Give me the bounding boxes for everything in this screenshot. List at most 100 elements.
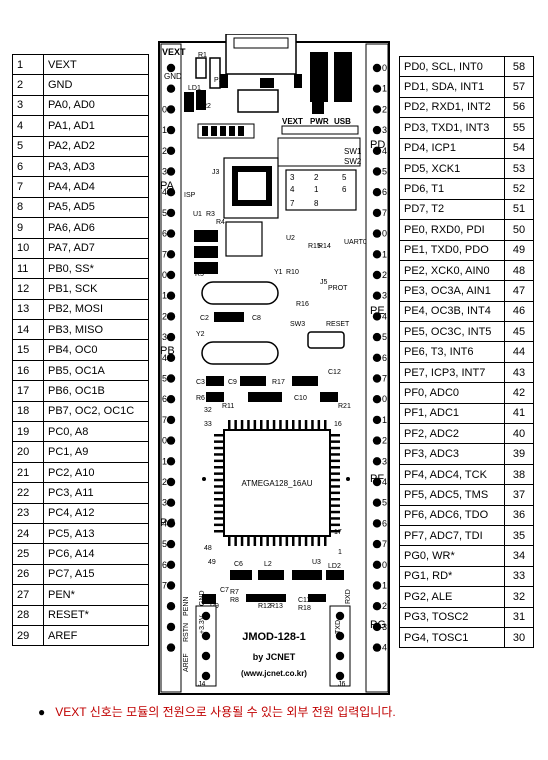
label-p1: P1 [214,77,223,84]
component-block-2 [194,246,218,258]
port-digit: 3 [162,167,167,177]
port-digit: 4 [162,353,167,363]
label-r2: R2 [202,103,211,110]
port-digit: 1 [382,415,387,425]
label-c3: C3 [196,379,205,386]
pin-name: PE6, T3, INT6 [399,341,505,363]
pin-number: 2 [12,74,44,96]
port-label-pe: PE [370,305,385,317]
header-pin [166,63,176,73]
label-u3: U3 [312,559,321,566]
label-r10: R10 [286,269,299,276]
port-digit: 1 [162,456,167,466]
pin-number: 56 [504,96,534,119]
board-maker: by JCNET [253,652,296,662]
usb-chip [237,89,279,113]
port-digit: 0 [382,229,387,239]
pin-name: PD0, SCL, INT0 [399,55,505,78]
small-header [277,137,361,167]
header-pin [372,312,382,321]
header-pin [372,581,382,590]
component-c10 [320,392,338,402]
header-pin [372,560,382,569]
header-pin [166,353,176,362]
pin-number: 33 [504,565,534,588]
pin-number: 10 [12,237,44,259]
pin-name: PB5, OC1A [43,359,149,382]
label-r21: R21 [338,403,351,410]
mcu-lead [330,466,340,469]
mcu-lead [214,530,224,533]
port-digit: 2 [162,311,167,321]
port-digit: 1 [382,249,387,259]
pin-number: 54 [504,137,534,159]
pin-number: 9 [12,217,44,239]
port-digit: 3 [382,125,387,135]
pin-number: 17 [12,380,44,402]
port-digit: 0 [162,436,167,446]
pin-name: PF1, ADC1 [399,402,505,425]
header-pin [166,622,176,632]
mcu-lead [298,536,301,546]
pin-number: 26 [12,563,44,586]
mcu-lead [330,504,340,507]
pin-name: PF2, ADC2 [399,423,505,445]
pin-name: PC6, A14 [43,543,149,565]
pin-number: 12 [12,278,44,300]
mcu-lead [330,440,340,443]
label-r4: R4 [216,219,225,226]
header-pin [372,498,382,507]
header-pin [166,477,176,487]
pin-name: AREF [43,624,149,647]
mcu-lead [214,498,224,501]
port-digit: 4 [162,187,167,197]
mcu-lead [330,517,340,520]
header-pin [166,188,176,197]
pin-name: PC4, A12 [43,502,149,524]
pin-name: PA3, AD3 [43,155,149,178]
pin-name: PA0, AD0 [43,94,149,117]
usb-pad-1 [310,52,328,102]
mcu-lead [266,420,269,430]
header-pin [372,353,382,362]
power-jumper [281,125,359,135]
header-pin [166,208,176,218]
header-pin [372,167,382,176]
mcu-lead [330,485,340,488]
pin-name: PD6, T1 [399,178,505,200]
pin-name: PC3, A11 [43,482,149,504]
pin-name: PE7, ICP3, INT7 [399,361,505,384]
pin-number: 18 [12,400,44,423]
header-pin [201,631,211,641]
pin-name: PF4, ADC4, TCK [399,463,505,486]
pin-name: PF6, ADC6, TDO [399,504,505,526]
mcu-lead [214,510,224,514]
header-pin [166,395,176,404]
isp-area [223,157,279,219]
power-label-pwr: PWR [310,117,329,126]
header-pin [166,229,176,238]
pin-name: PA5, AD5 [43,196,149,219]
pin-name: GND [43,74,149,96]
pin-name: PB1, SCK [43,278,149,300]
label-sw3: SW3 [290,321,305,328]
port-digit: 1 [162,291,167,301]
port-digit: 1 [382,581,387,591]
pin-number: 34 [504,545,534,567]
header-pin [166,602,176,611]
pin-name: PB0, SS* [43,257,149,280]
config-header [285,169,357,211]
header-pin [166,291,176,300]
pin-name: PG2, ALE [399,586,505,608]
label-r17: R17 [272,379,285,386]
header-pin [372,250,382,259]
label-r14: R14 [318,243,331,250]
